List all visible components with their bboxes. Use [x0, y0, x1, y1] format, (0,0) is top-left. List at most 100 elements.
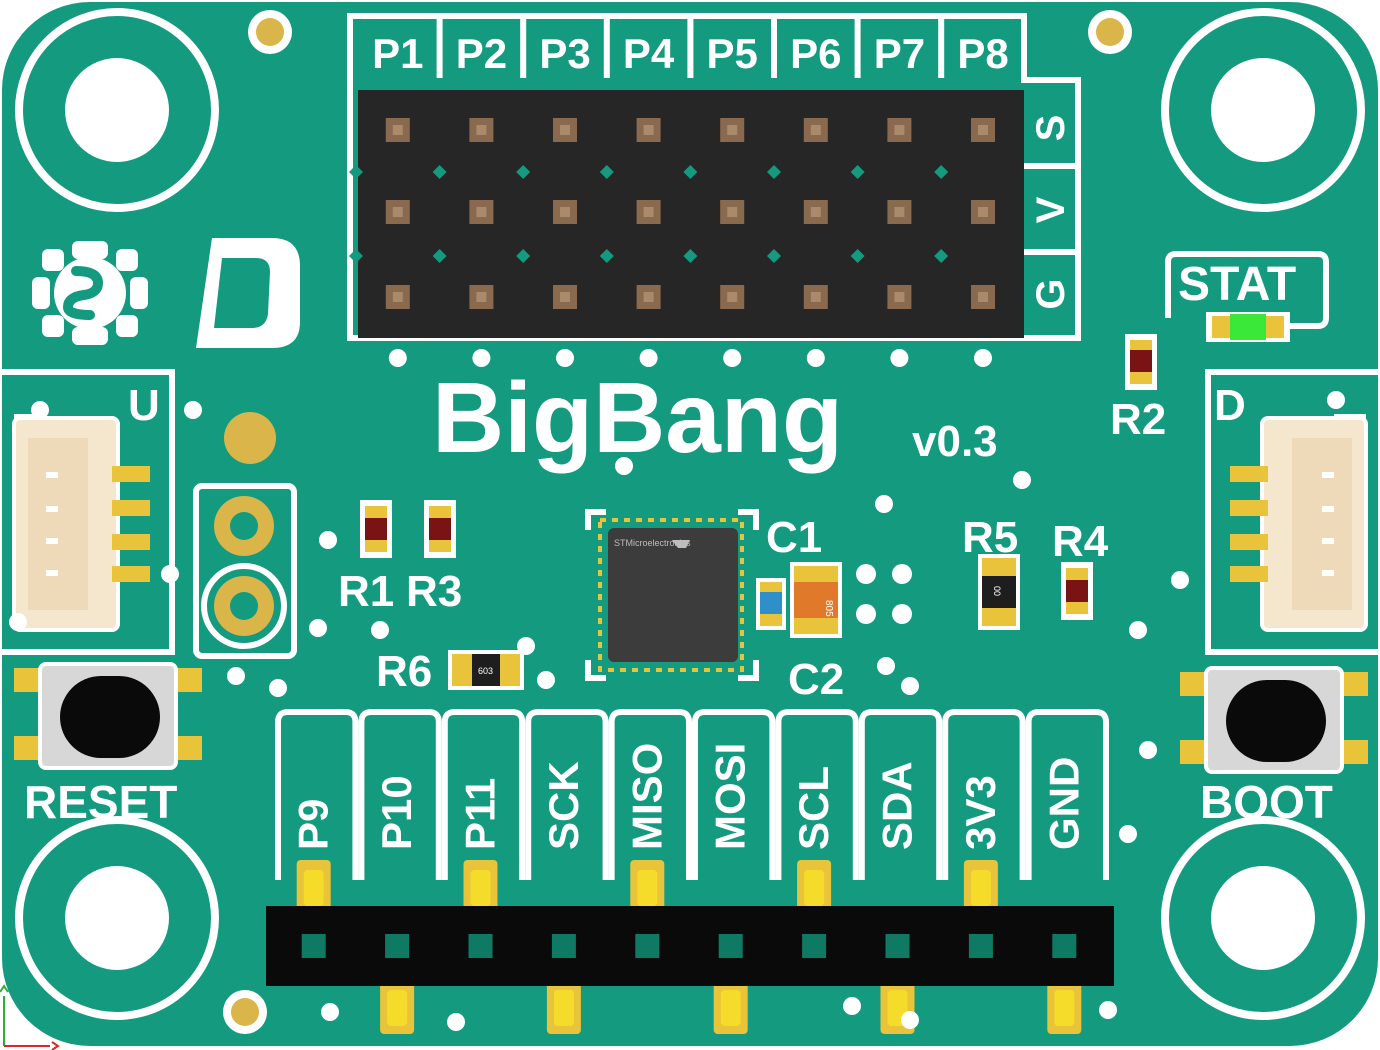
top-header-pin-tip [643, 125, 654, 135]
capacitor-c2-label: C2 [788, 655, 844, 704]
bottom-header-top-pad-core [970, 870, 991, 906]
bottom-header-pin-label: SCK [540, 761, 587, 850]
top-header-pin-tip [894, 207, 905, 217]
top-header-pin-tip [643, 292, 654, 302]
top-header-pin-tip [978, 207, 988, 217]
bottom-header-top-pad-core [637, 870, 658, 906]
via [723, 349, 742, 367]
top-header-notch [516, 249, 531, 263]
top-header-pin-label: P5 [707, 30, 758, 77]
bottom-header-bottom-pad-core [553, 990, 574, 1026]
bottom-header-pin-label: P10 [373, 775, 420, 850]
bottom-header-pin-label: P9 [290, 799, 337, 850]
bottom-header-top-pad-core [804, 870, 825, 906]
resistor-r4 [1061, 562, 1093, 620]
board-title: BigBang [432, 362, 843, 474]
bottom-header-bottom-pad-core [387, 990, 408, 1026]
resistor-r2 [1125, 334, 1157, 390]
bottom-header-pin-label: MOSI [707, 743, 754, 850]
top-header-pin-label: P3 [539, 30, 590, 77]
bottom-header-pin [385, 934, 410, 958]
reset-button-label: RESET [24, 776, 177, 828]
mcu-marking: STMicroelectronics [614, 538, 691, 548]
top-header-row-label: V [1029, 196, 1073, 223]
via [806, 349, 825, 367]
boot-button-label: BOOT [1200, 776, 1333, 828]
top-header-notch [683, 249, 698, 263]
mcu-chip: STMicroelectronics [585, 509, 759, 681]
status-led-silk [1165, 251, 1329, 329]
resistor-r1 [360, 500, 392, 558]
left-connector-label: U [128, 381, 160, 430]
bottom-header-bottom-pads [380, 982, 1082, 1034]
top-header-pin-tip [560, 125, 570, 135]
right-connector [1230, 414, 1368, 632]
scattered-vias [9, 391, 1345, 1031]
top-header-pin-label: P4 [623, 30, 675, 77]
status-led [1206, 312, 1290, 342]
bottom-header-label-tab [692, 709, 776, 880]
top-header-pin-tip [392, 292, 403, 302]
d-logo-icon [196, 238, 300, 348]
top-header-notch [683, 165, 698, 179]
resistor-r5-marking: 00 [992, 586, 1002, 596]
via [974, 349, 992, 367]
top-header-pin-label: P2 [456, 30, 507, 77]
top-header-notch [767, 249, 781, 263]
axis-icon [0, 984, 60, 1050]
top-header-notch [599, 165, 614, 179]
top-header-pin-tip [560, 207, 570, 217]
top-header-pin-tip [727, 292, 738, 302]
top-header-pin-tip [894, 125, 905, 135]
resistor-r3-label: R3 [406, 567, 462, 616]
via [890, 349, 909, 367]
bottom-header-top-pad-core [303, 870, 324, 906]
top-header-notch [432, 165, 447, 179]
fiducial-top-right [1088, 10, 1132, 54]
top-header-pin-tip [810, 292, 821, 302]
top-header-notch [934, 249, 949, 263]
reset-button[interactable] [14, 662, 202, 770]
capacitor-c2: 805 [790, 562, 842, 638]
resistor-r3 [424, 500, 456, 558]
top-header-pin-tip [392, 207, 403, 217]
top-header-pin-tip [810, 125, 821, 135]
bottom-header-pin-label: SCL [790, 766, 837, 850]
resistor-r5-label: R5 [962, 513, 1018, 562]
mounting-hole-bottom-left [15, 816, 219, 1020]
bottom-header-pin-label: P11 [457, 778, 504, 850]
top-header-pin-tip [978, 292, 988, 302]
fiducial-bottom-left [223, 990, 267, 1034]
via-row [388, 349, 992, 367]
bottom-header-top-pads [296, 860, 998, 912]
bottom-header-label-tabs [275, 709, 1109, 880]
board-version: v0.3 [912, 417, 998, 466]
jumper-header [193, 483, 297, 659]
fiducial-top-left [248, 10, 292, 54]
capacitor-c1-label: C1 [766, 513, 822, 562]
boot-button[interactable] [1180, 666, 1368, 774]
bottom-header-label-tab [1025, 709, 1109, 880]
bottom-header-pin-label: SDA [874, 761, 921, 850]
gear-logo-icon [32, 241, 148, 345]
top-header-row-label: G [1029, 278, 1073, 309]
right-connector-silk [1205, 369, 1380, 655]
top-header-pin-label: P7 [874, 30, 925, 77]
mounting-hole-top-left [15, 8, 219, 212]
top-header-pin-tip [894, 292, 905, 302]
top-header-notch [349, 165, 363, 179]
top-header-notch [767, 165, 781, 179]
resistor-r4-label: R4 [1052, 517, 1109, 566]
bottom-header-label-tab [775, 709, 859, 880]
top-pin-header-body [358, 90, 1024, 338]
top-header-pin-tip [476, 292, 487, 302]
bottom-header-pin-label: GND [1040, 757, 1087, 850]
top-header-notch [934, 165, 949, 179]
bottom-header-top-pad-core [470, 870, 491, 906]
top-header-notches [349, 165, 949, 263]
resistor-r6-marking: 603 [478, 666, 493, 676]
